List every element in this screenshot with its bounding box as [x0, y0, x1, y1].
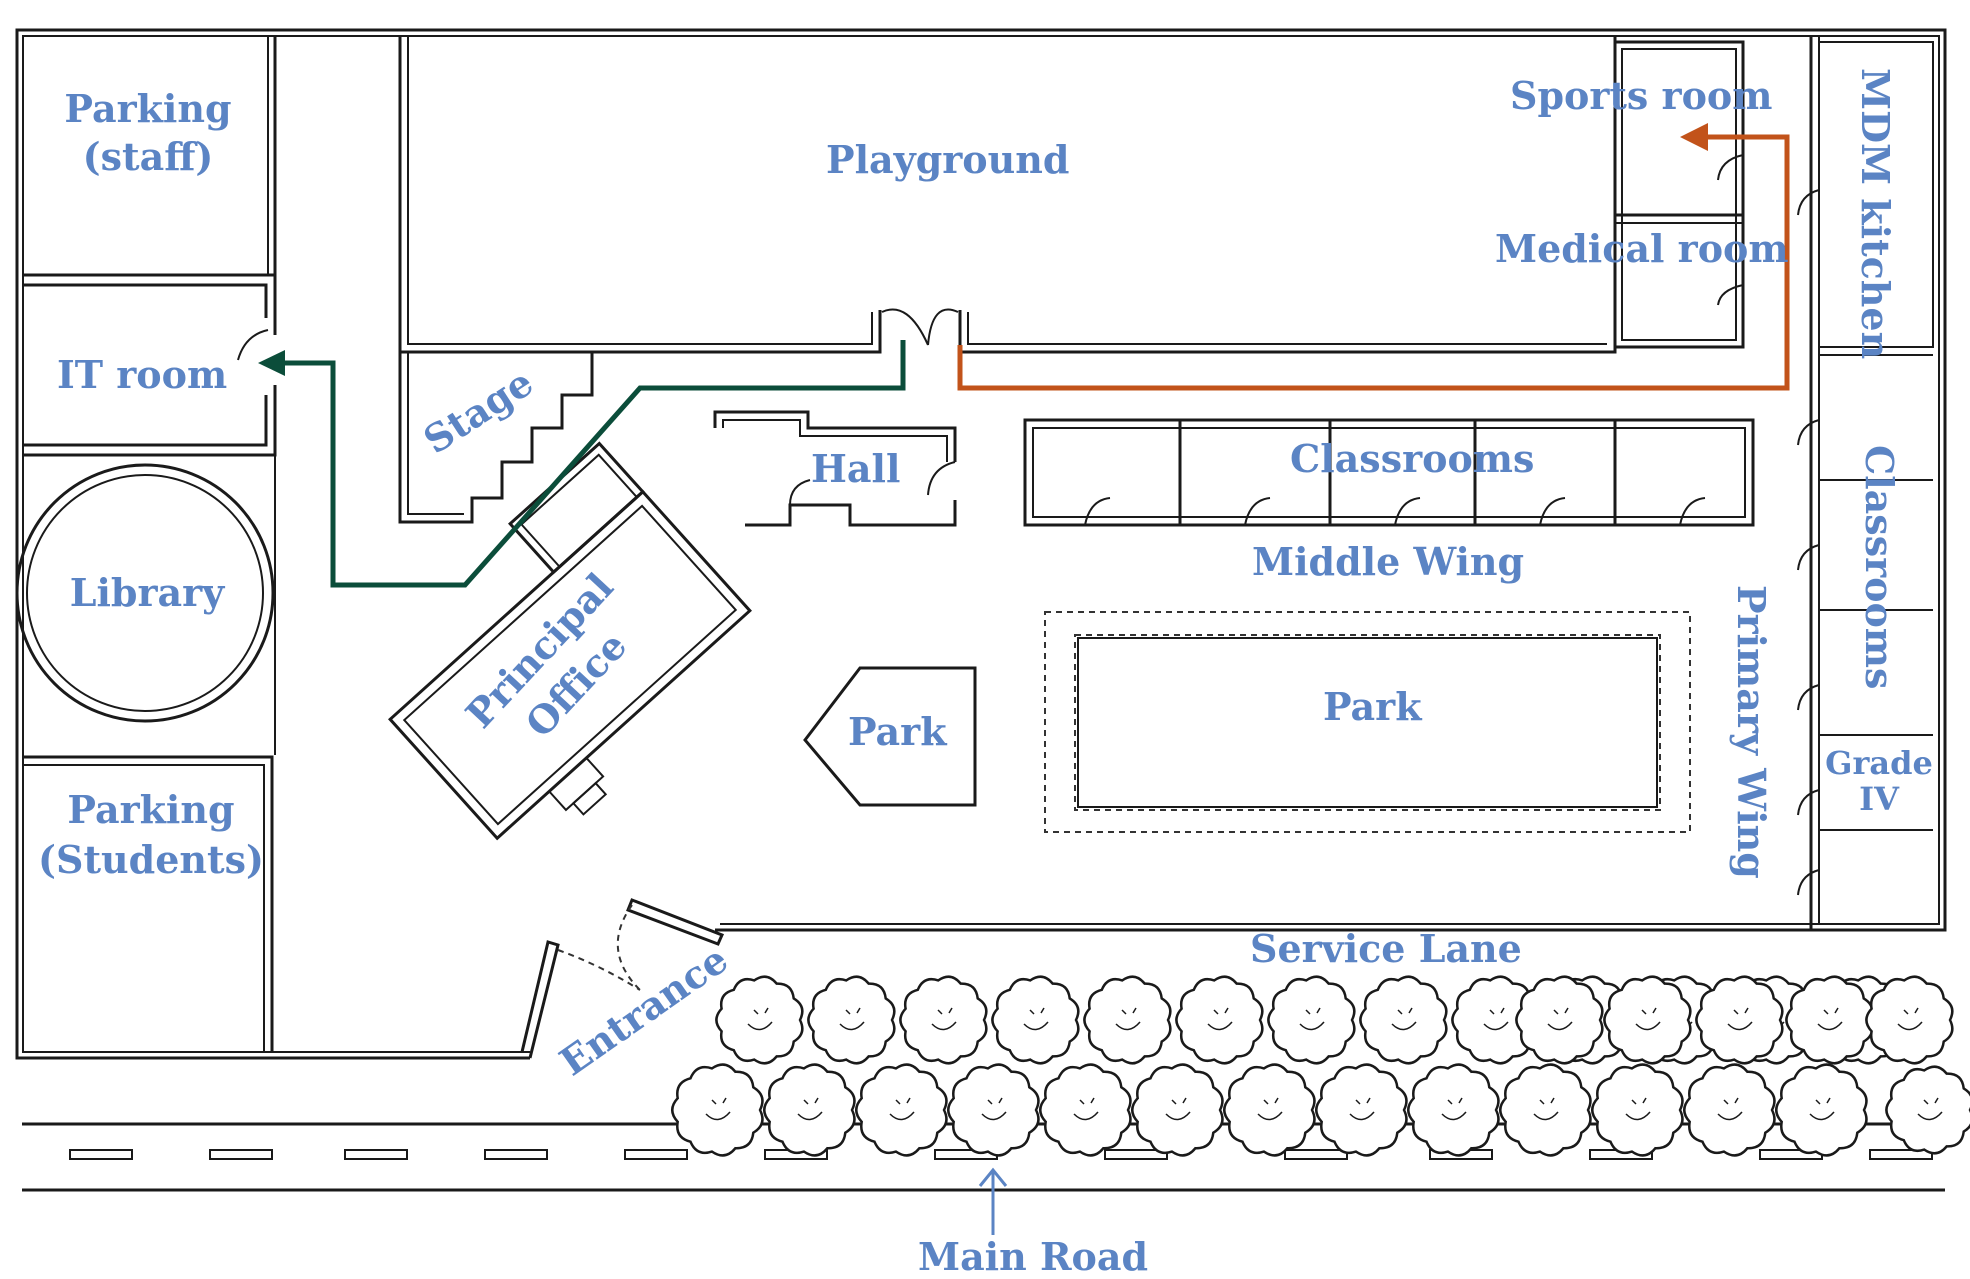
sports-medical-block: [1613, 36, 1934, 930]
label-principal-office: PrincipalOffice: [457, 564, 659, 771]
tree-icon: [763, 1063, 856, 1157]
entrance-gates: [520, 898, 725, 1059]
tree-icon: [1359, 975, 1448, 1065]
label-sports-room: Sports room: [1510, 73, 1772, 118]
label-it-room: IT room: [57, 352, 227, 397]
label-playground: Playground: [826, 137, 1069, 182]
tree-icon: [1407, 1063, 1500, 1157]
tree-icon: [1603, 975, 1692, 1065]
label-parking-students: Parking(Students): [38, 787, 264, 882]
tree-icon: [1865, 975, 1954, 1065]
road-dash: [209, 1149, 273, 1160]
road-dash: [484, 1149, 548, 1160]
left-column: [15, 36, 277, 1052]
tree-icon: [1683, 1063, 1776, 1157]
tree-icon: [1695, 975, 1784, 1065]
label-middle-wing: Middle Wing: [1252, 539, 1524, 584]
label-mdm-kitchen: MDM kitchen: [1853, 68, 1898, 359]
tree-icon: [855, 1063, 948, 1157]
tree-icon: [1315, 1063, 1408, 1157]
tree-icon: [1267, 975, 1356, 1065]
label-main-road: Main Road: [918, 1234, 1148, 1279]
tree-icon: [1451, 975, 1540, 1065]
road-dash: [1284, 1149, 1348, 1160]
route-to-it-room: [258, 340, 906, 588]
tree-icon: [1175, 975, 1264, 1065]
road-dash: [1104, 1149, 1168, 1160]
tree-icon: [1039, 1063, 1132, 1157]
tree-icon: [991, 975, 1080, 1065]
tree-icon: [807, 975, 896, 1065]
tree-icon: [899, 975, 988, 1065]
road-dash: [1869, 1149, 1933, 1160]
label-stage: Stage: [415, 359, 540, 462]
label-library: Library: [70, 570, 225, 615]
label-hall: Hall: [811, 446, 900, 491]
label-parking-staff: Parking(staff): [64, 86, 231, 179]
road-dash: [69, 1149, 133, 1160]
tree-icon: [715, 975, 804, 1065]
tree-icon: [1591, 1063, 1684, 1157]
label-primary-wing: Primary Wing: [1729, 585, 1774, 879]
large-park: [1044, 611, 1691, 833]
small-park: [803, 666, 977, 807]
tree-icon: [1131, 1063, 1224, 1157]
label-classrooms-primary: Classrooms: [1857, 445, 1902, 689]
tree-icon: [1515, 975, 1604, 1065]
label-park-small: Park: [848, 709, 947, 754]
route-to-sports-room: [957, 123, 1790, 391]
tree-icon: [1885, 1065, 1970, 1155]
road-dash: [624, 1149, 688, 1160]
tree-icon: [1499, 1063, 1592, 1157]
label-service-lane: Service Lane: [1250, 926, 1522, 971]
tree-icon: [1785, 975, 1874, 1065]
tree-icon: [947, 1063, 1040, 1157]
tree-icon: [1223, 1063, 1316, 1157]
label-classrooms-middle: Classrooms: [1290, 436, 1534, 481]
outer-boundary: [15, 28, 1947, 1060]
tree-icon: [1775, 1063, 1868, 1157]
tree-row: [671, 975, 1970, 1157]
hall-block: [713, 410, 957, 527]
tree-icon: [1083, 975, 1172, 1065]
arrow-icon: [978, 1167, 1008, 1235]
label-park-large: Park: [1323, 684, 1422, 729]
road-dash: [344, 1149, 408, 1160]
tree-icon: [671, 1063, 764, 1157]
label-medical-room: Medical room: [1495, 226, 1789, 271]
middle-wing-classrooms: [1023, 418, 1755, 527]
